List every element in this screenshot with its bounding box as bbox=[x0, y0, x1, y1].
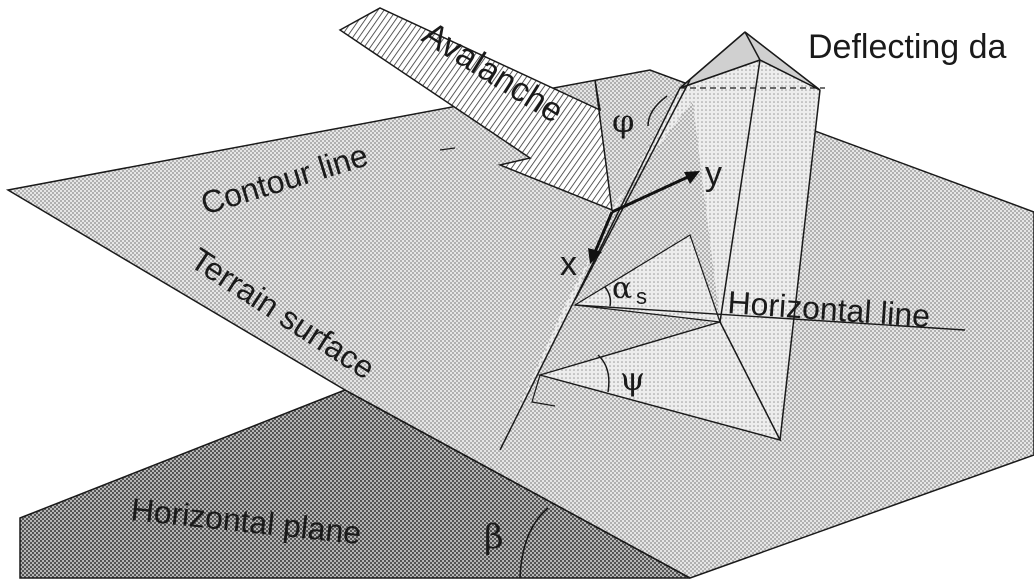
label-phi: φ bbox=[612, 102, 634, 140]
alpha-arc bbox=[604, 286, 612, 307]
avalanche-arrow bbox=[338, 7, 613, 212]
horizontal-line bbox=[574, 304, 966, 331]
right-angle-marker bbox=[531, 374, 556, 407]
axis-y-arrowhead bbox=[684, 171, 700, 184]
dam-front-face bbox=[690, 32, 820, 440]
alpha-triangle bbox=[573, 234, 721, 323]
coordinate-axes bbox=[593, 174, 691, 253]
beta-arc bbox=[519, 507, 549, 579]
dam-cross-section bbox=[537, 321, 782, 442]
label-deflecting-dam: Deflecting da bbox=[808, 28, 1007, 66]
psi-arc bbox=[597, 354, 610, 393]
terrain-inner-edge bbox=[344, 389, 691, 579]
label-axis-x: x bbox=[560, 245, 577, 283]
label-alpha-subscript: s bbox=[636, 284, 647, 309]
label-psi: ψ bbox=[620, 360, 645, 398]
contour-line-mark bbox=[439, 147, 456, 151]
label-axis-y: y bbox=[705, 155, 722, 193]
phi-arc bbox=[647, 95, 668, 127]
label-alpha: α bbox=[612, 271, 632, 306]
label-beta: β bbox=[484, 517, 504, 557]
axis-x-arrowhead bbox=[588, 248, 602, 264]
